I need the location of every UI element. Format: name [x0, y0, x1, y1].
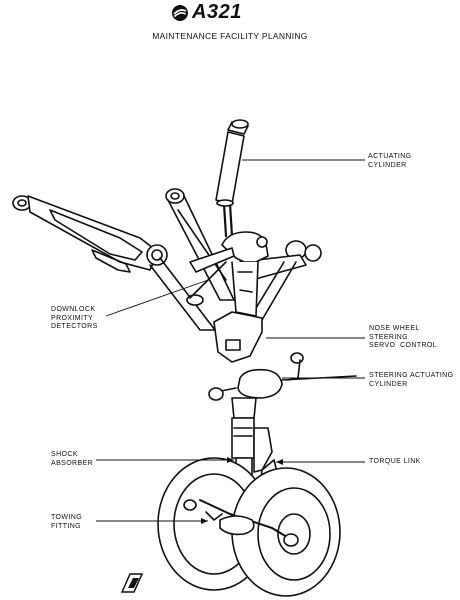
document-subtitle: MAINTENANCE FACILITY PLANNING [152, 31, 308, 41]
airbus-logo-icon [172, 5, 188, 21]
leader-downlock-detectors [105, 279, 209, 317]
callout-towing-fitting: TOWING FITTING [51, 514, 83, 530]
steering-actuating-cylinder [208, 352, 357, 401]
callout-nose-wheel-steering: NOSE WHEEL STEERING SERVO CONTROL [369, 325, 438, 349]
page-header: A321 MAINTENANCE FACILITY PLANNING [0, 0, 460, 50]
callout-torque-link: TORQUE LINK [369, 458, 421, 465]
callout-shock-absorber: SHOCK ABSORBER [51, 451, 94, 467]
nose-wheels [157, 457, 341, 597]
callout-steering-actuating-cylinder: STEERING ACTUATING CYLINDER [369, 372, 454, 388]
steering-servo-body [186, 231, 269, 363]
page-marker-icon [120, 573, 144, 593]
drag-strut-left [12, 195, 216, 331]
actuating-cylinder [215, 119, 249, 238]
aircraft-model-title: A321 [192, 1, 242, 23]
callout-downlock-proximity-detectors: DOWNLOCK PROXIMITY DETECTORS [51, 306, 98, 330]
callout-actuating-cylinder: ACTUATING CYLINDER [368, 153, 412, 169]
